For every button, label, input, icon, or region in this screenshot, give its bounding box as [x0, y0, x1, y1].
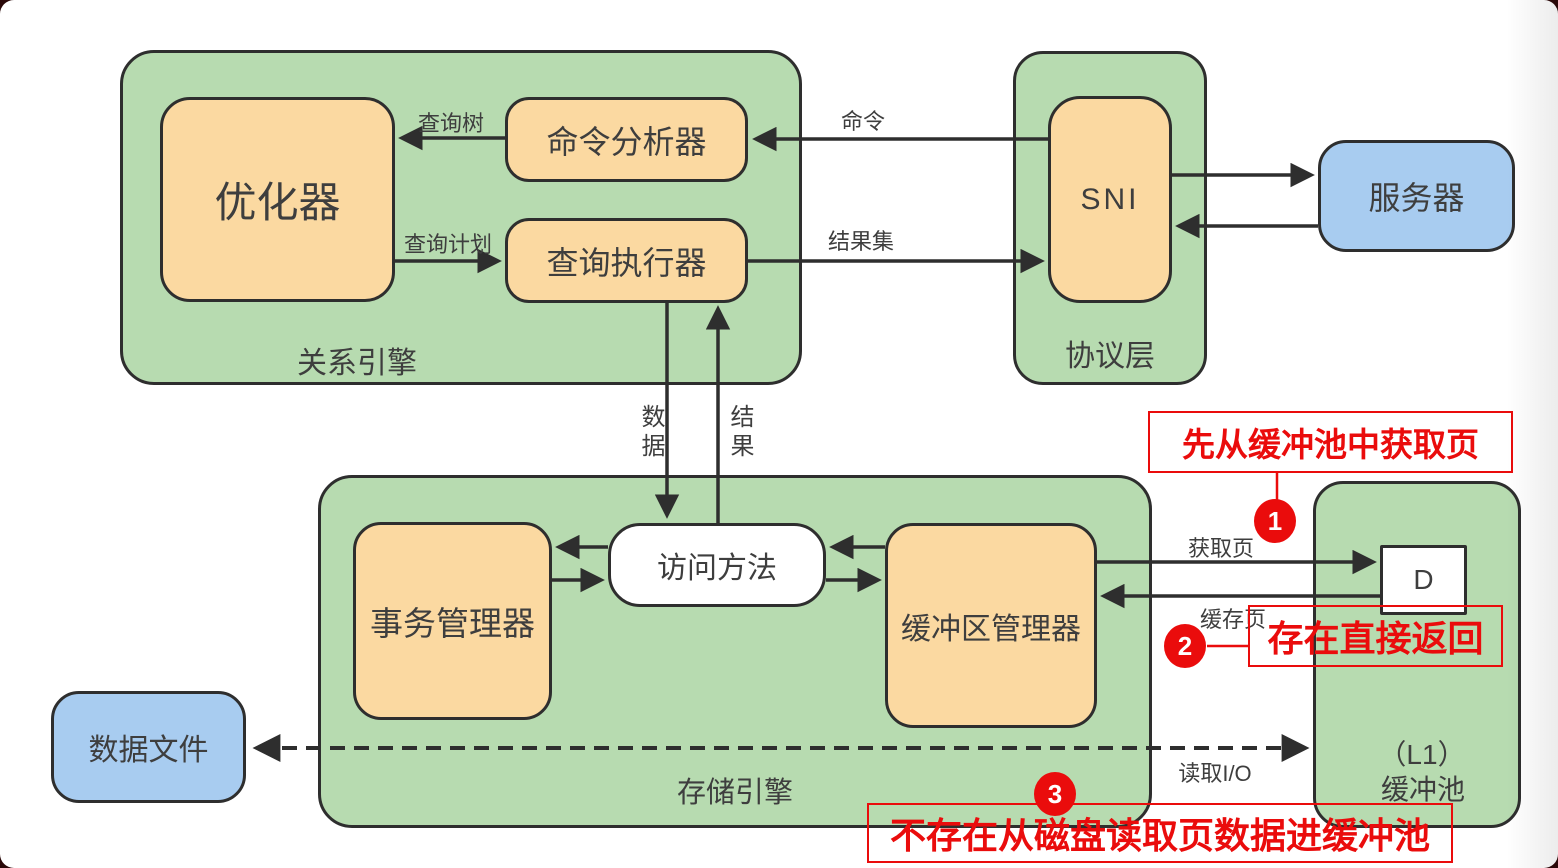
cached-page-d-node: D [1380, 545, 1467, 615]
step1-badge: 1 [1254, 499, 1296, 543]
step2-badge: 2 [1164, 624, 1206, 668]
storage-engine-label: 存储引擎 [676, 777, 794, 809]
step1-number: 1 [1267, 505, 1283, 536]
read-io-label: 读取I/O [1178, 761, 1252, 786]
buffer-pool-container [1313, 481, 1521, 828]
data-files-node: 数据文件 [51, 691, 246, 803]
server-node: 服务器 [1318, 140, 1515, 252]
step2-number: 2 [1177, 630, 1193, 661]
command-label: 命令 [840, 109, 886, 134]
annotation2-box: 存在直接返回 [1248, 605, 1503, 667]
annotation3-box: 不存在从磁盘读取页数据进缓冲池 [867, 803, 1453, 863]
optimizer-node: 优化器 [160, 97, 395, 302]
query-executor-node: 查询执行器 [505, 218, 748, 303]
annotation3-text: 不存在从磁盘读取页数据进缓冲池 [889, 815, 1430, 856]
annotation1-box: 先从缓冲池中获取页 [1148, 411, 1513, 473]
query-executor-label: 查询执行器 [546, 244, 707, 281]
buffer-pool-label-l1: （L1） [1378, 739, 1466, 770]
get-page-label: 获取页 [1187, 536, 1255, 561]
annotation2-text: 存在直接返回 [1267, 618, 1484, 659]
protocol-layer-label: 协议层 [1065, 340, 1155, 373]
step3-badge: 3 [1034, 772, 1076, 816]
buffer-manager-node: 缓冲区管理器 [885, 523, 1097, 728]
sni-label: SNI [1080, 182, 1140, 216]
command-parser-label: 命令分析器 [546, 123, 707, 160]
transaction-manager-label: 事务管理器 [370, 605, 535, 642]
optimizer-label: 优化器 [214, 179, 341, 226]
result-label: 结果 [726, 404, 753, 462]
command-parser-node: 命令分析器 [505, 97, 748, 182]
access-methods-label: 访问方法 [657, 552, 777, 585]
relational-engine-label: 关系引擎 [297, 347, 417, 380]
result-set-label: 结果集 [827, 229, 895, 254]
data-label: 数据 [637, 404, 664, 462]
cached-page-d-label: D [1413, 564, 1434, 595]
query-plan-label: 查询计划 [403, 232, 493, 257]
annotation1-text: 先从缓冲池中获取页 [1182, 426, 1479, 463]
step3-number: 3 [1047, 778, 1063, 809]
server-label: 服务器 [1368, 180, 1465, 216]
data-files-label: 数据文件 [88, 734, 209, 767]
transaction-manager-node: 事务管理器 [353, 522, 552, 720]
sni-node: SNI [1048, 96, 1172, 303]
access-methods-node: 访问方法 [608, 523, 826, 607]
query-tree-label: 查询树 [417, 111, 485, 136]
cache-page-label: 缓存页 [1199, 607, 1267, 632]
buffer-pool-label-name: 缓冲池 [1380, 774, 1466, 805]
buffer-manager-label: 缓冲区管理器 [901, 612, 1081, 646]
